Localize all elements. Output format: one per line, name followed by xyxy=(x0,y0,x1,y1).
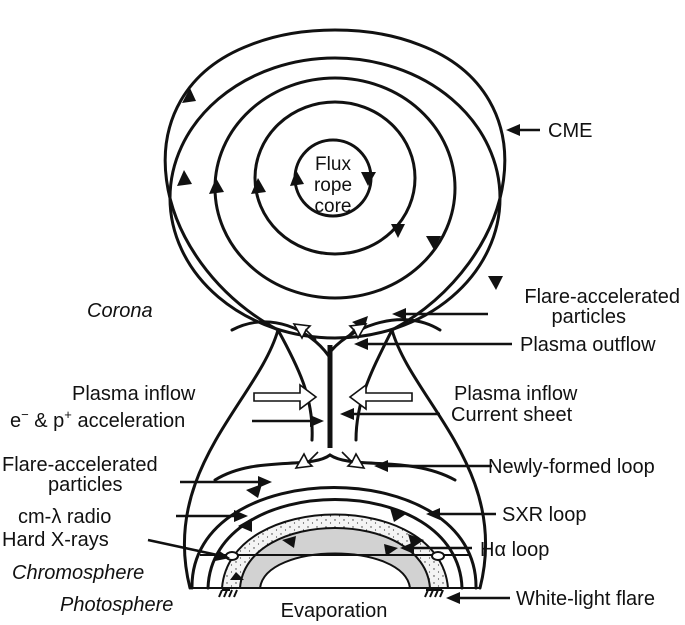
arrowhead xyxy=(361,172,376,186)
flux-rope-core-label-2: rope xyxy=(314,175,352,196)
arrowhead xyxy=(238,518,252,532)
sxr-loop-label: SXR loop xyxy=(502,504,587,526)
newly-formed-loop-label: Newly-formed loop xyxy=(488,456,655,478)
arrowhead xyxy=(384,544,398,556)
flare-particles-lower-label-1: Flare-accelerated xyxy=(2,454,158,476)
inflow-arrow-left xyxy=(253,383,318,411)
photosphere-label: Photosphere xyxy=(60,594,173,616)
current-sheet-label: Current sheet xyxy=(451,404,573,426)
label-pointers xyxy=(147,124,540,604)
plasma-outflow-label: Plasma outflow xyxy=(520,334,656,356)
outflow-arrow-up-right xyxy=(343,323,368,341)
arrowhead xyxy=(177,170,192,186)
arrowhead xyxy=(426,236,441,250)
inflow-arrow-right xyxy=(348,383,413,411)
flux-rope-core-label-1: Flux xyxy=(315,154,351,175)
corona-label: Corona xyxy=(87,300,153,322)
flux-rope-loop-1 xyxy=(253,100,417,256)
arrowhead xyxy=(391,224,405,238)
halpha-loop-label: Hα loop xyxy=(480,539,549,561)
arrowhead xyxy=(290,170,304,186)
newly-formed-loop xyxy=(206,498,464,590)
flare-particles-lower-label-2: particles xyxy=(48,474,122,496)
cm-radio-label: cm-λ radio xyxy=(18,506,111,528)
arrowhead xyxy=(251,178,266,194)
arrowhead xyxy=(209,178,224,194)
left-inflow-field-line xyxy=(276,328,314,442)
outflow-arrow-down-right xyxy=(341,451,366,469)
arrowhead xyxy=(282,536,296,548)
cme-outer-field-line xyxy=(163,28,507,590)
plasma-inflow-right-label: Plasma inflow xyxy=(454,383,578,405)
right-footpoint xyxy=(424,551,445,598)
chromosphere-label: Chromosphere xyxy=(12,562,144,584)
outer-post-flare-loop xyxy=(190,486,478,590)
plasma-inflow-left-label: Plasma inflow xyxy=(72,383,196,405)
white-light-flare-label: White-light flare xyxy=(516,588,655,610)
arrowhead xyxy=(182,88,196,103)
flare-particles-upper-label-1: Flare-accelerated xyxy=(524,286,680,308)
flux-rope-core-label-3: core xyxy=(315,196,352,217)
evaporation-label: Evaporation xyxy=(281,600,388,622)
arrowhead xyxy=(488,276,503,290)
flare-particles-upper-label-2: particles xyxy=(552,306,626,328)
outflow-arrow-down-left xyxy=(294,451,319,469)
lower-x-field-line xyxy=(213,453,457,482)
field-line-arrows xyxy=(177,88,503,580)
arrowhead xyxy=(230,572,244,580)
hard-xrays-label: Hard X-rays xyxy=(2,529,109,551)
hollow-flow-arrows xyxy=(253,323,413,469)
acceleration-label: e− & p+ acceleration xyxy=(10,407,185,432)
cme-label: CME xyxy=(548,120,592,142)
outflow-arrow-up-left xyxy=(292,323,317,341)
flux-rope-loop-3 xyxy=(168,56,502,340)
arrowhead xyxy=(390,508,406,522)
